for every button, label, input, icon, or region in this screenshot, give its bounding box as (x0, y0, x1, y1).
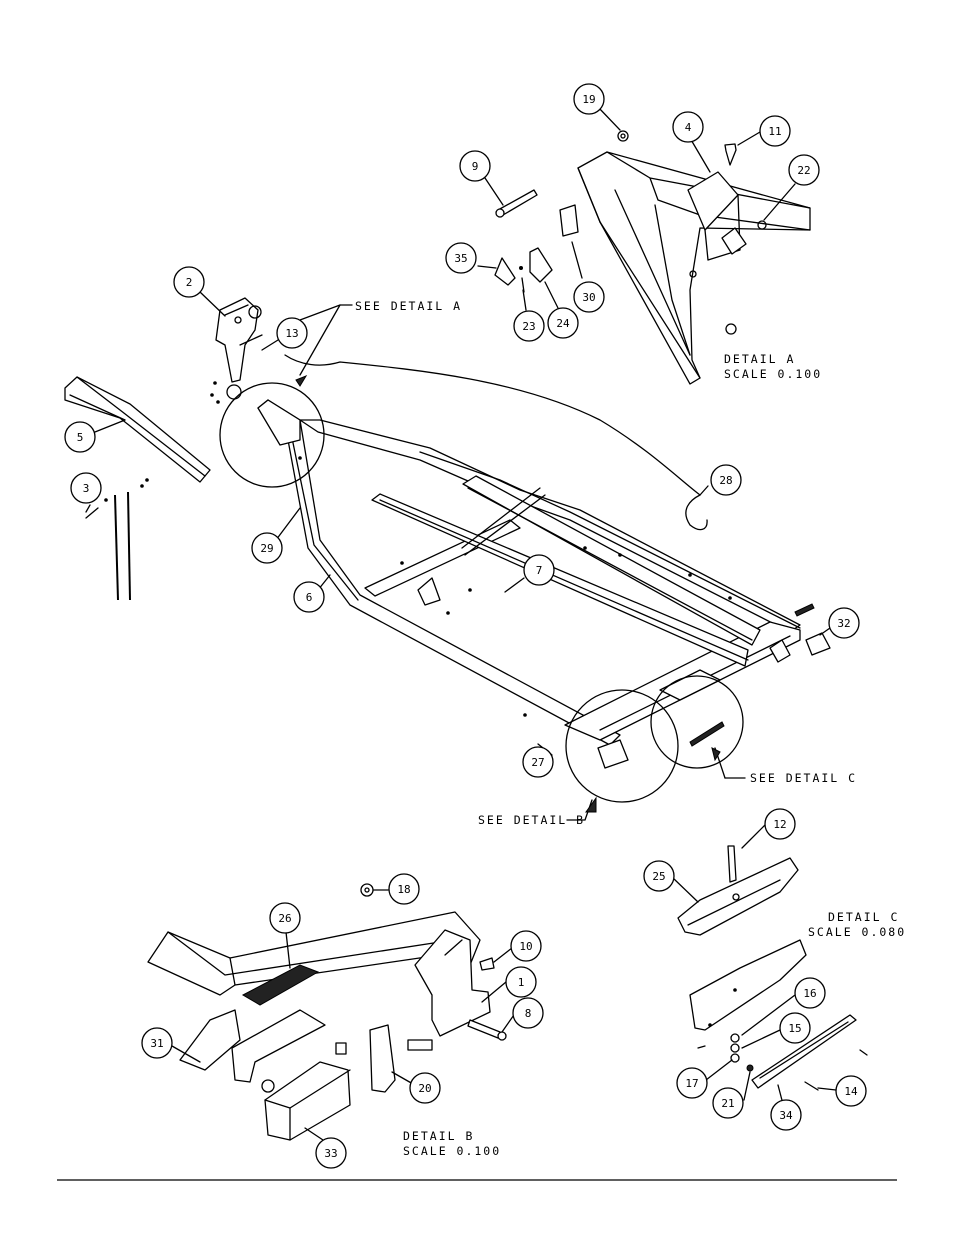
svg-text:21: 21 (721, 1097, 734, 1110)
callout-21: 21 (712, 1087, 744, 1119)
detail-b-scale: SCALE 0.100 (403, 1144, 501, 1158)
svg-text:27: 27 (531, 756, 544, 769)
svg-text:23: 23 (522, 320, 535, 333)
callout-33: 33 (315, 1137, 347, 1169)
arrow-detail-b (585, 796, 597, 813)
detail-a-circle (219, 382, 325, 488)
svg-text:33: 33 (324, 1147, 337, 1160)
callout-10: 10 (510, 930, 542, 962)
tongue-assembly (64, 376, 211, 483)
callout-7: 7 (523, 554, 555, 586)
detail-a-assembly (494, 130, 811, 385)
detail-c-circle (650, 675, 744, 769)
svg-text:3: 3 (83, 482, 90, 495)
see-detail-b-label: SEE DETAIL B (478, 813, 585, 827)
svg-text:29: 29 (260, 542, 273, 555)
svg-text:19: 19 (582, 93, 595, 106)
winch-cable (284, 354, 708, 531)
detail-a-scale: SCALE 0.100 (724, 367, 822, 381)
callout-31: 31 (141, 1027, 173, 1059)
svg-text:34: 34 (779, 1109, 793, 1122)
see-detail-c-label: SEE DETAIL C (750, 771, 857, 785)
winch-stand (215, 297, 263, 400)
svg-text:26: 26 (278, 912, 291, 925)
callout-19: 19 (573, 83, 605, 115)
callout-13: 13 (276, 317, 308, 349)
svg-text:15: 15 (788, 1022, 801, 1035)
svg-text:4: 4 (685, 121, 692, 134)
callout-5: 5 (64, 421, 96, 453)
callout-2: 2 (173, 266, 205, 298)
detail-a-title: DETAIL A (724, 352, 795, 366)
svg-text:16: 16 (803, 987, 816, 1000)
svg-text:32: 32 (837, 617, 850, 630)
svg-text:10: 10 (519, 940, 532, 953)
svg-text:30: 30 (582, 291, 595, 304)
svg-text:22: 22 (797, 164, 810, 177)
callout-24: 24 (547, 307, 579, 339)
callout-1: 1 (505, 966, 537, 998)
callout-15: 15 (779, 1012, 811, 1044)
svg-text:11: 11 (768, 125, 781, 138)
arrow-detail-c (711, 747, 721, 762)
svg-text:31: 31 (150, 1037, 163, 1050)
svg-text:35: 35 (454, 252, 467, 265)
callout-9: 9 (459, 150, 491, 182)
callout-17: 17 (676, 1067, 708, 1099)
callout-27: 27 (522, 746, 554, 778)
svg-text:9: 9 (472, 160, 479, 173)
callout-14: 14 (835, 1075, 867, 1107)
detail-b-title: DETAIL B (403, 1129, 474, 1143)
svg-text:7: 7 (536, 564, 543, 577)
svg-text:5: 5 (77, 431, 84, 444)
svg-text:1: 1 (518, 976, 525, 989)
callout-32: 32 (828, 607, 860, 639)
frame-hardware-dots (104, 381, 732, 717)
svg-text:24: 24 (556, 317, 570, 330)
callout-4: 4 (672, 111, 704, 143)
svg-text:13: 13 (285, 327, 298, 340)
callout-11: 11 (759, 115, 791, 147)
callout-23: 23 (513, 310, 545, 342)
callout-20: 20 (409, 1072, 441, 1104)
callout-8: 8 (512, 997, 544, 1029)
svg-text:20: 20 (418, 1082, 431, 1095)
callout-26: 26 (269, 902, 301, 934)
safety-chains (85, 491, 131, 601)
detail-b-circle (565, 689, 679, 803)
svg-text:28: 28 (719, 474, 732, 487)
callout-16: 16 (794, 977, 826, 1009)
detail-c-assembly (677, 845, 868, 1091)
svg-text:18: 18 (397, 883, 410, 896)
callout-34: 34 (770, 1099, 802, 1131)
callout-28: 28 (710, 464, 742, 496)
svg-text:12: 12 (773, 818, 786, 831)
detail-c-title: DETAIL C (828, 910, 899, 924)
svg-text:2: 2 (186, 276, 193, 289)
callout-6: 6 (293, 581, 325, 613)
trailer-frame (104, 381, 831, 769)
callout-18: 18 (388, 873, 420, 905)
callout-30: 30 (573, 281, 605, 313)
callout-3: 3 (70, 472, 102, 504)
svg-text:17: 17 (685, 1077, 698, 1090)
svg-text:8: 8 (525, 1007, 532, 1020)
detail-b-assembly (147, 883, 507, 1141)
callout-29: 29 (251, 532, 283, 564)
svg-text:25: 25 (652, 870, 665, 883)
callout-25: 25 (643, 860, 675, 892)
callout-35: 35 (445, 242, 477, 274)
arrow-detail-a (295, 374, 308, 387)
detail-c-scale: SCALE 0.080 (808, 925, 906, 939)
callout-12: 12 (764, 808, 796, 840)
svg-text:6: 6 (306, 591, 313, 604)
svg-text:14: 14 (844, 1085, 858, 1098)
callout-22: 22 (788, 154, 820, 186)
see-detail-a-label: SEE DETAIL A (355, 299, 462, 313)
